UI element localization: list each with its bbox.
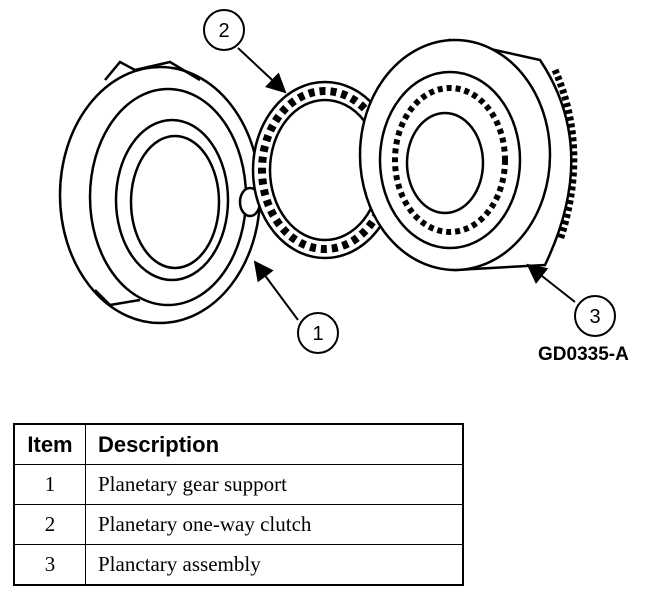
figure-id: GD0335-A [538, 344, 629, 365]
table-row: 3 Planctary assembly [13, 544, 464, 586]
exploded-view-diagram: 1 2 3 [58, 9, 616, 354]
callout-2-number: 2 [218, 20, 229, 42]
callout-3: 3 [574, 295, 616, 337]
description-column-header: Description [85, 423, 464, 465]
item-number: 1 [13, 464, 86, 505]
callout-1-leader [253, 260, 299, 321]
item-column-header: Item [13, 423, 86, 465]
parts-legend-table: Item Description 1 Planetary gear suppor… [13, 423, 464, 586]
callout-2: 2 [203, 9, 245, 51]
callout-3-leader [526, 263, 576, 303]
item-number: 2 [13, 504, 86, 545]
callout-2-leader [237, 47, 287, 94]
table-row: 1 Planetary gear support [13, 464, 464, 505]
one-way-clutch-drawing [251, 80, 399, 260]
table-header-row: Item Description [13, 423, 464, 465]
table-row: 2 Planetary one-way clutch [13, 504, 464, 545]
callout-3-number: 3 [589, 306, 600, 328]
item-description: Planetary one-way clutch [85, 504, 464, 545]
planetary-gear-support-drawing [58, 60, 262, 325]
callout-1-number: 1 [312, 323, 323, 345]
item-description: Planetary gear support [85, 464, 464, 505]
item-description: Planctary assembly [85, 544, 464, 586]
planetary-assembly-drawing [358, 38, 578, 272]
callout-1: 1 [297, 312, 339, 354]
item-number: 3 [13, 544, 86, 586]
